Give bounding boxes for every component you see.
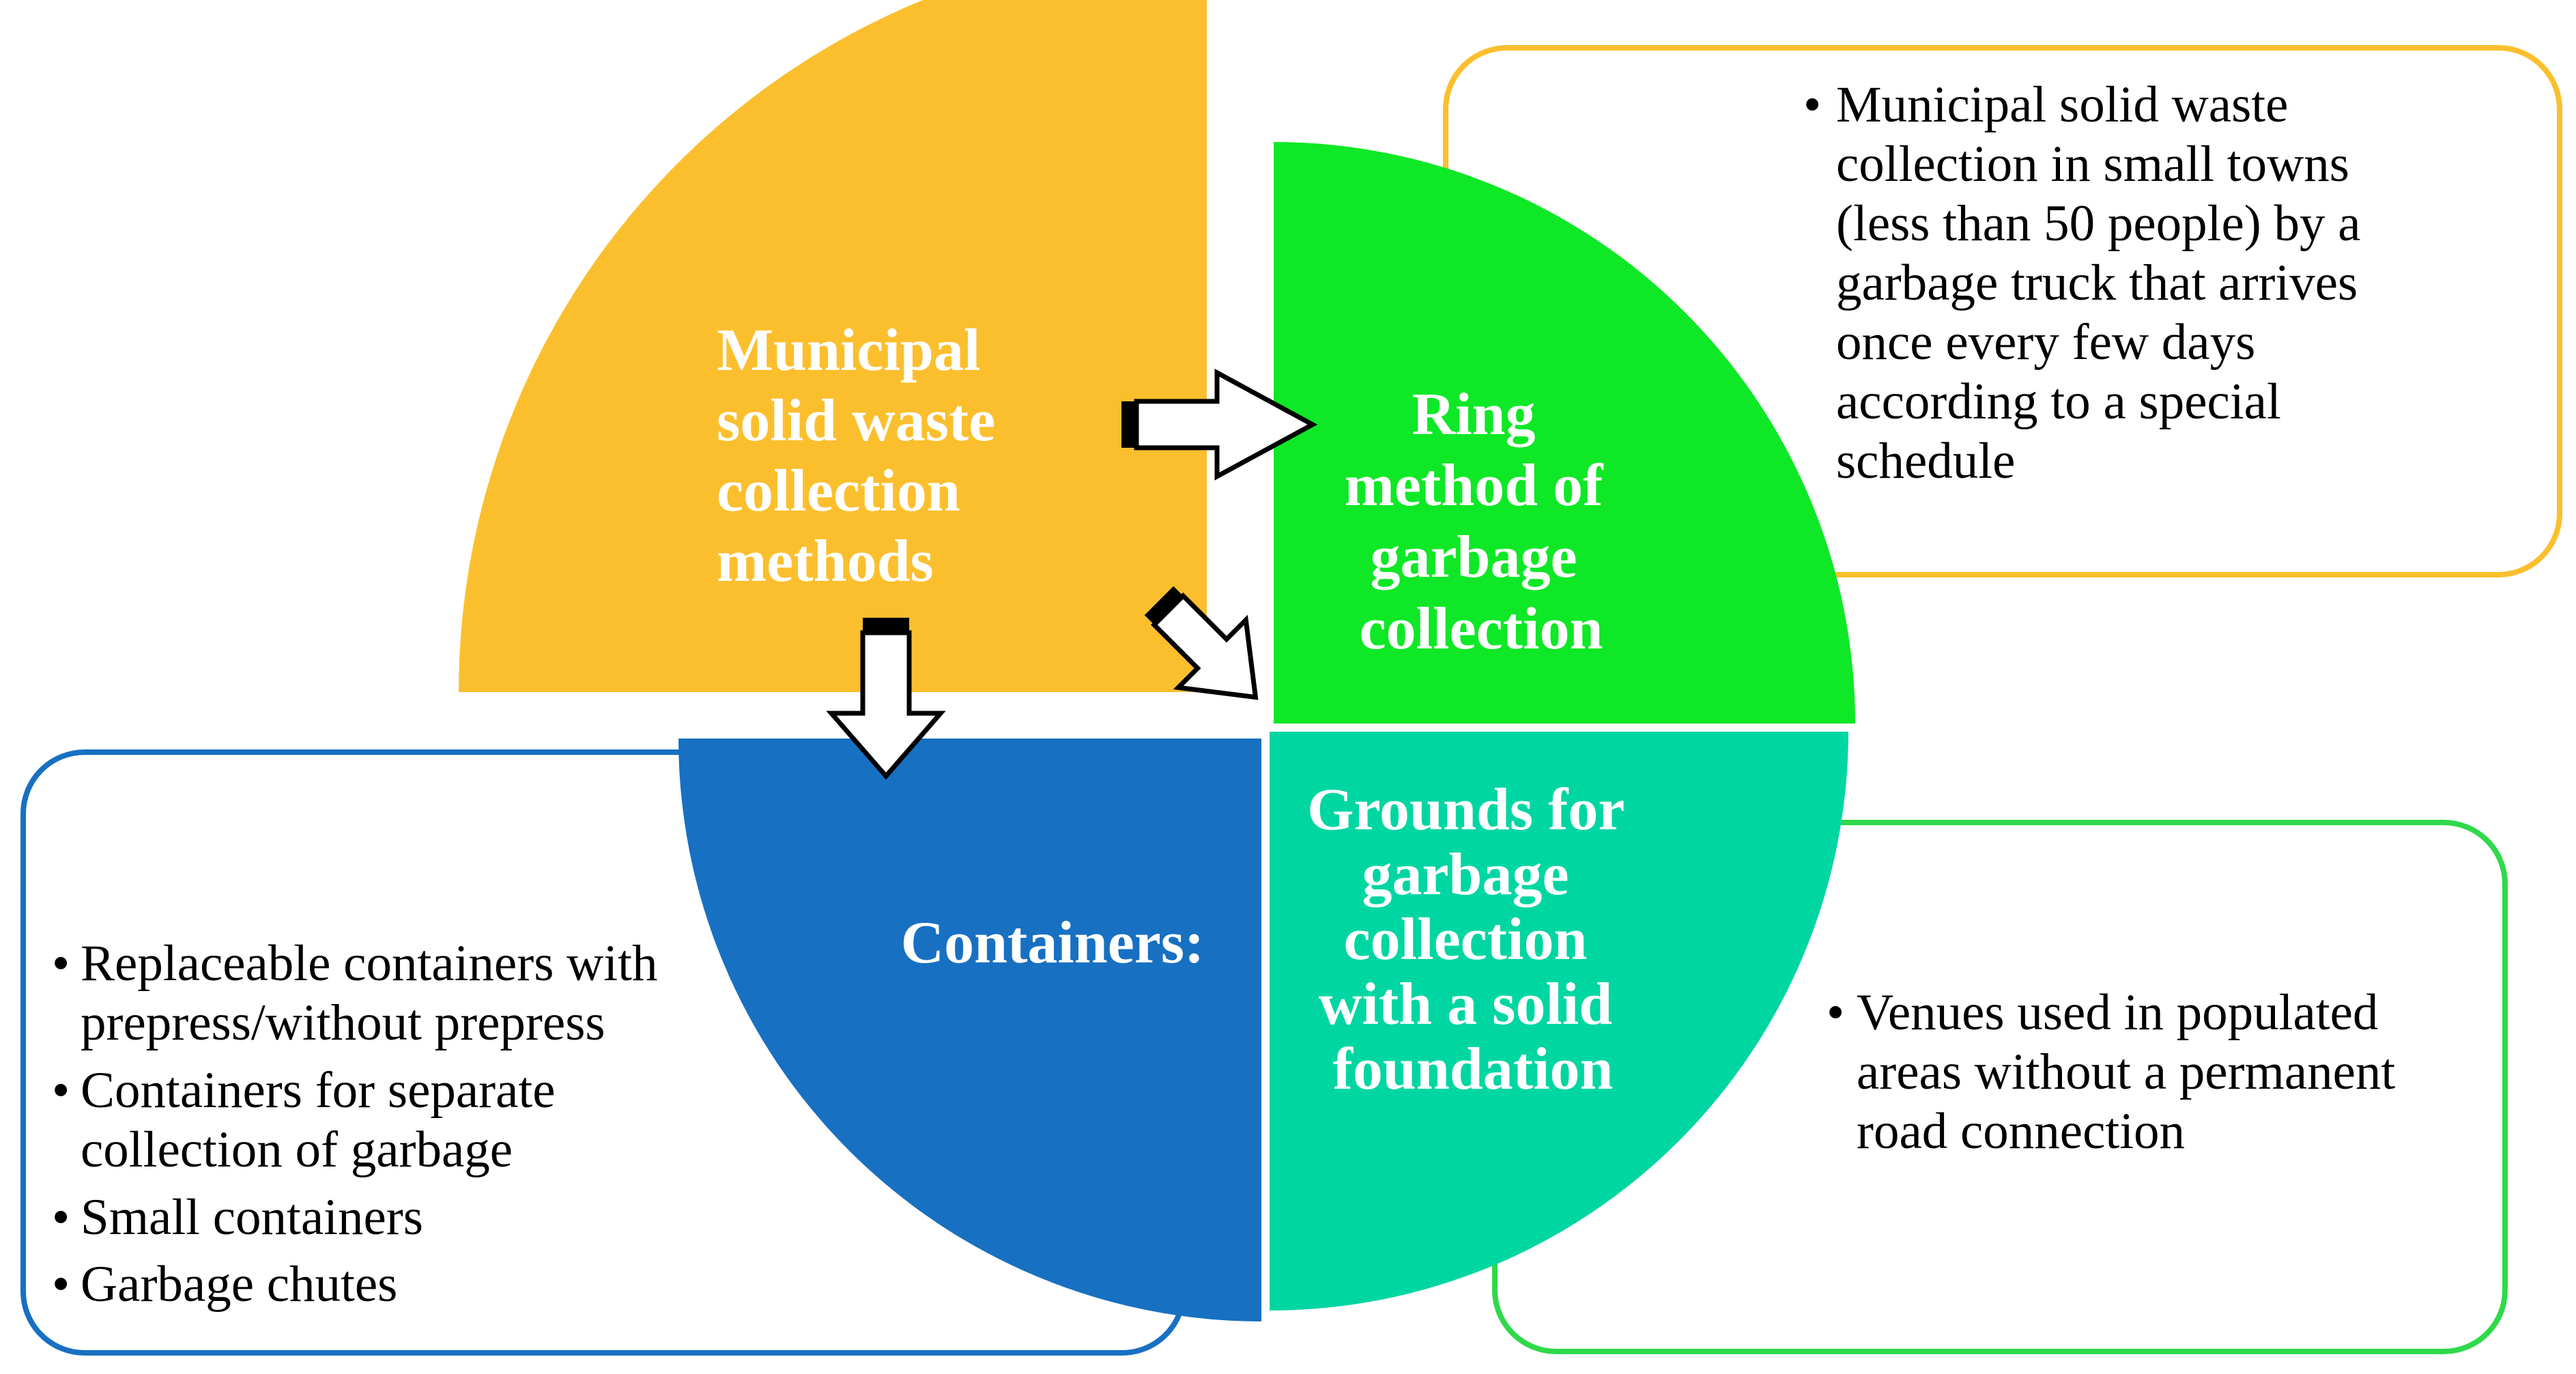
bullet-line: collection of garbage — [81, 1121, 513, 1178]
collection-methods-quadrant — [459, 0, 1207, 692]
title-line: Ring — [1412, 382, 1536, 448]
title-line: garbage — [1362, 842, 1569, 908]
bullet-marker: • — [52, 1189, 70, 1246]
arrow-right-to-ring-method — [1121, 369, 1318, 481]
grounds-title: Grounds for garbage collection with a so… — [1307, 777, 1639, 1102]
bullet-text: Garbage chutes — [81, 1256, 397, 1313]
bullet-line: according to a special — [1836, 373, 2281, 430]
bullet-text: Municipal solid waste collection in smal… — [1836, 76, 2373, 489]
bullet-marker: • — [52, 935, 70, 992]
bullet-line: Venues used in populated — [1857, 984, 2378, 1041]
bullet-marker: • — [52, 1256, 70, 1313]
ring-method-description: • Municipal solid waste collection in sm… — [1803, 76, 2373, 489]
title-line: methods — [717, 528, 934, 595]
grounds-description: • Venues used in populated areas without… — [1827, 984, 2408, 1160]
arrow-diagonal-to-grounds — [1144, 586, 1259, 700]
bullet-marker: • — [1803, 76, 1821, 133]
bullet-line: road connection — [1857, 1103, 2185, 1160]
bullet-line: (less than 50 people) by a — [1836, 195, 2361, 252]
title-line: garbage — [1370, 524, 1577, 590]
containers-list: • Replaceable containers with prepress/w… — [52, 935, 670, 1313]
title-line: collection — [717, 458, 960, 524]
ring-method-quadrant — [1274, 142, 1855, 724]
title-line: with a solid — [1319, 971, 1612, 1037]
title-line: collection — [1360, 596, 1603, 662]
bullet-marker: • — [1827, 984, 1844, 1041]
bullet-line: collection in small towns — [1836, 136, 2349, 192]
bullet-line: prepress/without prepress — [81, 994, 605, 1051]
title-line: Grounds for — [1307, 777, 1624, 843]
title-line: Municipal — [717, 317, 980, 384]
bullet-line: areas without a permanent — [1857, 1044, 2395, 1100]
title-line: foundation — [1333, 1036, 1614, 1102]
bullet-line: once every few days — [1836, 314, 2255, 371]
collection-methods-title: Municipal solid waste collection methods — [717, 317, 1010, 595]
arrow-down-to-containers — [826, 618, 946, 780]
title-line: method of — [1345, 453, 1605, 519]
bullet-line: Replaceable containers with — [81, 935, 657, 992]
bullet-line: schedule — [1836, 433, 2015, 489]
bullet-marker: • — [52, 1062, 70, 1119]
bullet-line: Municipal solid waste — [1836, 76, 2288, 133]
ring-method-title: Ring method of garbage collection — [1345, 382, 1618, 662]
bullet-text: Containers for separate collection of ga… — [81, 1062, 568, 1178]
bullet-text: Venues used in populated areas without a… — [1857, 984, 2408, 1160]
bullet-line: Garbage chutes — [81, 1256, 397, 1313]
title-line: Containers: — [901, 910, 1205, 976]
bullet-line: Small containers — [81, 1189, 423, 1246]
title-line: collection — [1344, 906, 1588, 973]
containers-quadrant — [678, 739, 1261, 1321]
bullet-text: Small containers — [81, 1189, 423, 1246]
bullet-line: Containers for separate — [81, 1062, 556, 1119]
containers-title: Containers: — [901, 910, 1205, 976]
bullet-line: garbage truck that arrives — [1836, 255, 2358, 311]
grounds-quadrant — [1270, 732, 1848, 1311]
bullet-text: Replaceable containers with prepress/wit… — [81, 935, 670, 1051]
title-line: solid waste — [717, 388, 995, 454]
